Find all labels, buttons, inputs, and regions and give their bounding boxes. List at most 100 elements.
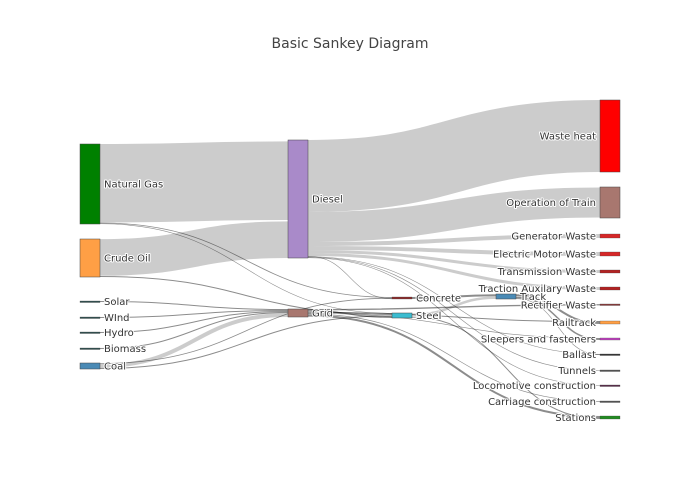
node-natural_gas[interactable]: Natural Gas xyxy=(79,143,164,225)
link-concrete-to-track[interactable] xyxy=(411,294,497,299)
node-rect-solar[interactable] xyxy=(79,300,101,303)
node-diesel[interactable]: Diesel xyxy=(287,139,344,259)
node-carriage_construction[interactable]: Carriage construction xyxy=(487,396,621,409)
link-crude_oil-to-diesel[interactable] xyxy=(99,221,289,276)
link-natural_gas-to-diesel[interactable] xyxy=(99,141,289,223)
node-label-operation_of_train: Operation of Train xyxy=(506,198,596,209)
node-label-wind: WInd xyxy=(104,313,130,324)
node-ballast[interactable]: Ballast xyxy=(561,349,621,362)
node-rect-operation_of_train[interactable] xyxy=(599,186,621,219)
node-label-grid: Grid xyxy=(312,309,333,320)
link-diesel-to-waste_heat[interactable] xyxy=(307,100,601,212)
node-rect-sleepers[interactable] xyxy=(599,337,621,341)
link-hydro-to-grid[interactable] xyxy=(99,311,289,333)
link-diesel-to-electric_motor_waste[interactable] xyxy=(307,246,601,256)
node-label-coal: Coal xyxy=(104,362,126,373)
node-stations[interactable]: Stations xyxy=(554,412,621,425)
node-rect-transmission_waste[interactable] xyxy=(599,269,621,274)
link-natural_gas-to-steel[interactable] xyxy=(99,223,393,314)
node-rect-concrete[interactable] xyxy=(391,296,413,300)
node-concrete[interactable]: Concrete xyxy=(391,293,462,306)
link-natural_gas-to-concrete[interactable] xyxy=(99,222,393,298)
node-rect-carriage_construction[interactable] xyxy=(599,400,621,403)
node-waste_heat[interactable]: Waste heat xyxy=(539,99,621,173)
node-generator_waste[interactable]: Generator Waste xyxy=(510,231,621,244)
node-transmission_waste[interactable]: Transmission Waste xyxy=(496,266,621,279)
node-rect-stations[interactable] xyxy=(599,415,621,420)
node-loco_construction[interactable]: Locomotive construction xyxy=(472,380,621,393)
node-label-solar: Solar xyxy=(104,297,130,308)
node-rect-tunnels[interactable] xyxy=(599,369,621,372)
node-hydro[interactable]: Hydro xyxy=(79,327,135,340)
node-rect-generator_waste[interactable] xyxy=(599,233,621,239)
link-solar-to-grid[interactable] xyxy=(99,301,289,310)
link-biomass-to-grid[interactable] xyxy=(99,312,289,349)
node-rect-ballast[interactable] xyxy=(599,353,621,356)
link-diesel-to-traction_auxiliary_waste[interactable] xyxy=(307,253,601,290)
node-label-loco_construction: Locomotive construction xyxy=(473,381,596,392)
node-rect-wind[interactable] xyxy=(79,316,101,319)
node-tunnels[interactable]: Tunnels xyxy=(556,365,621,378)
node-biomass[interactable]: Biomass xyxy=(79,343,147,356)
link-coal-to-grid[interactable] xyxy=(99,313,289,368)
link-wind-to-grid[interactable] xyxy=(99,310,289,318)
node-label-electric_motor_waste: Electric Motor Waste xyxy=(493,250,596,261)
node-label-railtrack: Railtrack xyxy=(552,318,596,329)
link-grid-to-sleepers[interactable] xyxy=(307,313,601,339)
node-rect-crude_oil[interactable] xyxy=(79,238,101,278)
link-diesel-to-generator_waste[interactable] xyxy=(307,234,601,246)
link-diesel-to-transmission_waste[interactable] xyxy=(307,250,601,273)
node-label-track: Track xyxy=(519,292,546,303)
node-label-traction_auxiliary_waste: Traction Auxilary Waste xyxy=(478,284,596,295)
node-wind[interactable]: WInd xyxy=(79,312,131,325)
node-rect-diesel[interactable] xyxy=(287,139,309,259)
link-grid-to-steel[interactable] xyxy=(307,310,393,318)
node-rect-grid[interactable] xyxy=(287,308,309,318)
node-traction_auxiliary_waste[interactable]: Traction Auxilary Waste xyxy=(477,283,621,296)
node-track[interactable]: Track xyxy=(495,291,547,304)
node-crude_oil[interactable]: Crude Oil xyxy=(79,238,152,278)
node-rect-loco_construction[interactable] xyxy=(599,384,621,387)
node-rect-electric_motor_waste[interactable] xyxy=(599,251,621,257)
node-rect-coal[interactable] xyxy=(79,362,101,370)
node-rect-rectifier_waste[interactable] xyxy=(599,303,621,306)
node-railtrack[interactable]: Railtrack xyxy=(551,317,621,330)
link-track-to-railtrack[interactable] xyxy=(515,294,601,324)
link-grid-to-railtrack[interactable] xyxy=(307,311,601,322)
link-diesel-to-loco_construction[interactable] xyxy=(307,257,601,386)
node-label-concrete: Concrete xyxy=(416,294,461,305)
node-grid[interactable]: Grid xyxy=(287,308,334,321)
node-solar[interactable]: Solar xyxy=(79,296,131,309)
link-diesel-to-operation_of_train[interactable] xyxy=(307,187,601,242)
link-grid-to-carriage_construction[interactable] xyxy=(307,313,601,402)
link-crude_oil-to-steel[interactable] xyxy=(99,275,393,315)
link-steel-to-stations[interactable] xyxy=(411,316,601,419)
node-rect-steel[interactable] xyxy=(391,312,413,319)
node-rectifier_waste[interactable]: Rectifier Waste xyxy=(520,299,621,312)
link-coal-to-steel[interactable] xyxy=(99,315,393,369)
node-label-generator_waste: Generator Waste xyxy=(511,232,596,243)
node-electric_motor_waste[interactable]: Electric Motor Waste xyxy=(492,249,621,262)
link-diesel-to-ballast[interactable] xyxy=(307,256,601,355)
link-diesel-to-tunnels[interactable] xyxy=(307,256,601,371)
node-rect-hydro[interactable] xyxy=(79,331,101,334)
link-track-to-sleepers[interactable] xyxy=(515,296,601,340)
node-steel[interactable]: Steel xyxy=(391,310,442,323)
node-rect-track[interactable] xyxy=(495,293,517,300)
node-sleepers[interactable]: Sleepers and fasteners xyxy=(480,334,621,347)
node-operation_of_train[interactable]: Operation of Train xyxy=(505,186,621,219)
node-rect-biomass[interactable] xyxy=(79,347,101,350)
link-grid-to-stations[interactable] xyxy=(307,314,601,418)
link-coal-to-concrete[interactable] xyxy=(99,297,393,364)
node-coal[interactable]: Coal xyxy=(79,361,127,374)
links-layer xyxy=(99,100,601,419)
node-rect-traction_auxiliary_waste[interactable] xyxy=(599,286,621,291)
link-track-to-ballast[interactable] xyxy=(515,298,601,356)
node-rect-natural_gas[interactable] xyxy=(79,143,101,225)
link-grid-to-rectifier_waste[interactable] xyxy=(307,304,601,311)
link-steel-to-track[interactable] xyxy=(411,296,497,316)
node-rect-waste_heat[interactable] xyxy=(599,99,621,173)
node-rect-railtrack[interactable] xyxy=(599,320,621,325)
link-diesel-to-concrete[interactable] xyxy=(307,255,393,300)
